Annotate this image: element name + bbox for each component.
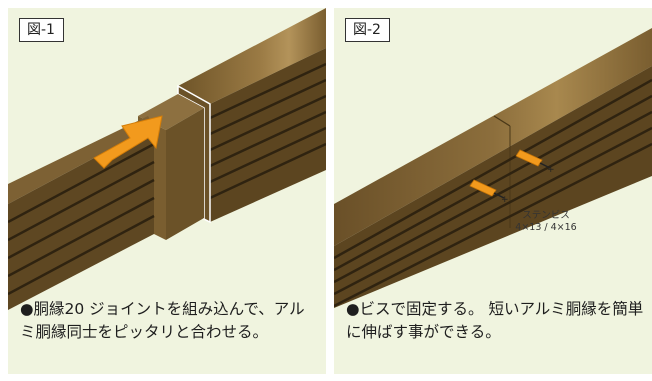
screw-fix-illustration: + +: [334, 28, 652, 308]
figure-1-panel: 図-1 ●胴縁20 ジョイントを組み込んで、アルミ胴縁同士をピッタリと合わせる。: [8, 8, 326, 374]
joint-piece-side: [166, 108, 204, 240]
screw-type: ステンビス: [522, 210, 570, 221]
joint-seam: [493, 115, 511, 127]
rail-left-ribs: [8, 142, 155, 296]
figure-2-caption: ●ビスで固定する。 短いアルミ胴縁を簡単に伸ばす事ができる。: [346, 300, 644, 341]
figure-1-label: 図-1: [19, 18, 64, 42]
insert-arrow: [93, 115, 163, 169]
rail-right-ribs: [209, 62, 326, 200]
svg-text:+: +: [501, 195, 509, 205]
rail-right-top: [178, 8, 326, 104]
rail-left-top: [8, 116, 154, 204]
screw-lower: +: [469, 179, 509, 205]
figure-2-label: 図-2: [345, 18, 390, 42]
figure-1-caption: ●胴縁20 ジョイントを組み込んで、アルミ胴縁同士をピッタリと合わせる。: [20, 300, 305, 341]
screw-spec-label: ステンビス 4×13 / 4×16: [498, 210, 594, 234]
rail-right-side: [210, 48, 326, 222]
rail-top: [334, 28, 652, 246]
screw-sizes: 4×13 / 4×16: [515, 222, 577, 233]
rail-ribs: [334, 78, 652, 308]
screw-upper: +: [515, 149, 555, 175]
figure-2-panel: + + 図-2 ステンビス 4×13 / 4×16 ●ビスで固定する。 短いアル…: [334, 8, 652, 374]
rail-side: [334, 66, 652, 308]
svg-text:+: +: [547, 165, 555, 175]
joint-assembly-illustration: [8, 8, 326, 310]
